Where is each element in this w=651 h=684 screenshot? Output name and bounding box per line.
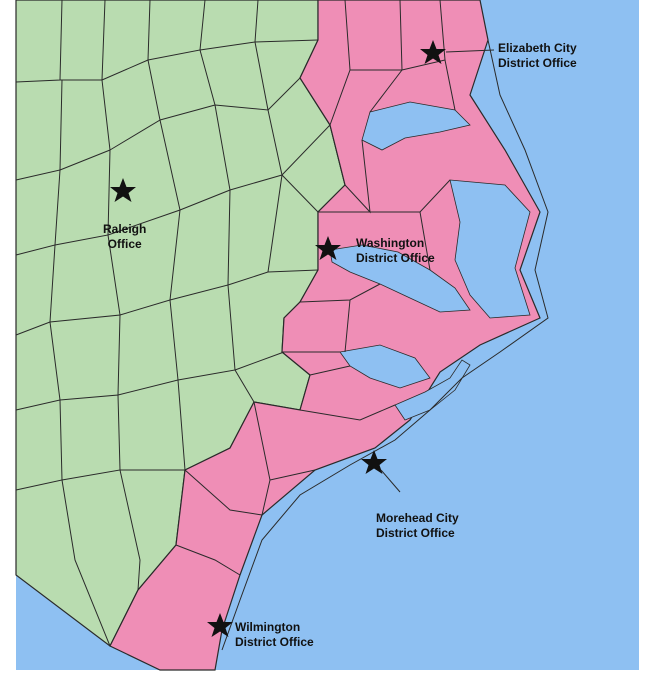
raleigh-office-label: Raleigh Office [103,222,146,252]
albemarle-sound [361,101,471,151]
morehead-city-label-line1: Morehead City [376,511,459,525]
washington-label-line2: District Office [356,251,435,265]
morehead-city-leader-line [380,469,401,493]
wilmington-office-label: Wilmington District Office [235,620,314,650]
inland-county-borders [15,0,331,647]
morehead-city-label-line2: District Office [376,526,455,540]
morehead-city-office-label: Morehead City District Office [376,511,459,541]
outer-banks [221,39,549,651]
raleigh-office-star-icon [110,178,136,202]
elizabeth-city-office-star-icon [420,40,446,64]
pamlico-river [329,244,471,313]
washington-label-line1: Washington [356,236,425,250]
elizabeth-city-leader-line [445,49,495,53]
elizabeth-city-office-label: Elizabeth City District Office [498,41,577,71]
coastal-county-borders [175,0,456,576]
neuse-river [339,344,431,389]
wilmington-label-line2: District Office [235,635,314,649]
core-sound [394,359,471,421]
wilmington-label-line1: Wilmington [235,620,301,634]
morehead-city-office-star-icon [361,450,387,474]
pamlico-sound [449,179,531,319]
elizabeth-city-label-line1: Elizabeth City [498,41,577,55]
wilmington-office-star-icon [207,613,233,637]
elizabeth-city-label-line2: District Office [498,56,577,70]
raleigh-label-line2: Office [107,237,142,251]
washington-office-label: Washington District Office [356,236,435,266]
washington-office-star-icon [315,236,341,260]
raleigh-label-line1: Raleigh [103,222,147,236]
coastal-counties-region [109,0,541,671]
